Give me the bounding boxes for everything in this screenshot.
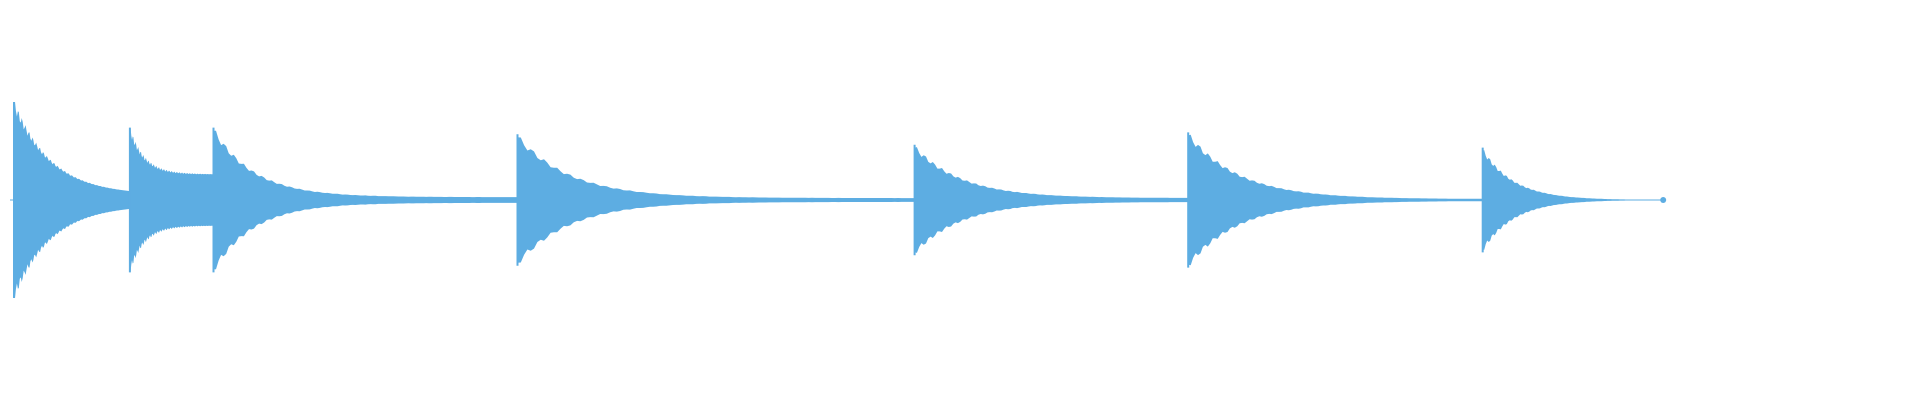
- waveform-segment: [129, 128, 214, 272]
- waveform-segment: [1188, 134, 1483, 266]
- waveform-segment: [213, 130, 518, 270]
- waveform-segment: [14, 101, 130, 299]
- waveform-segment: [1482, 150, 1664, 250]
- waveform-segment: [914, 147, 1189, 253]
- waveform-envelope: [13, 101, 1667, 299]
- waveform-segment: [517, 137, 915, 263]
- waveform-end-marker: [1660, 197, 1667, 203]
